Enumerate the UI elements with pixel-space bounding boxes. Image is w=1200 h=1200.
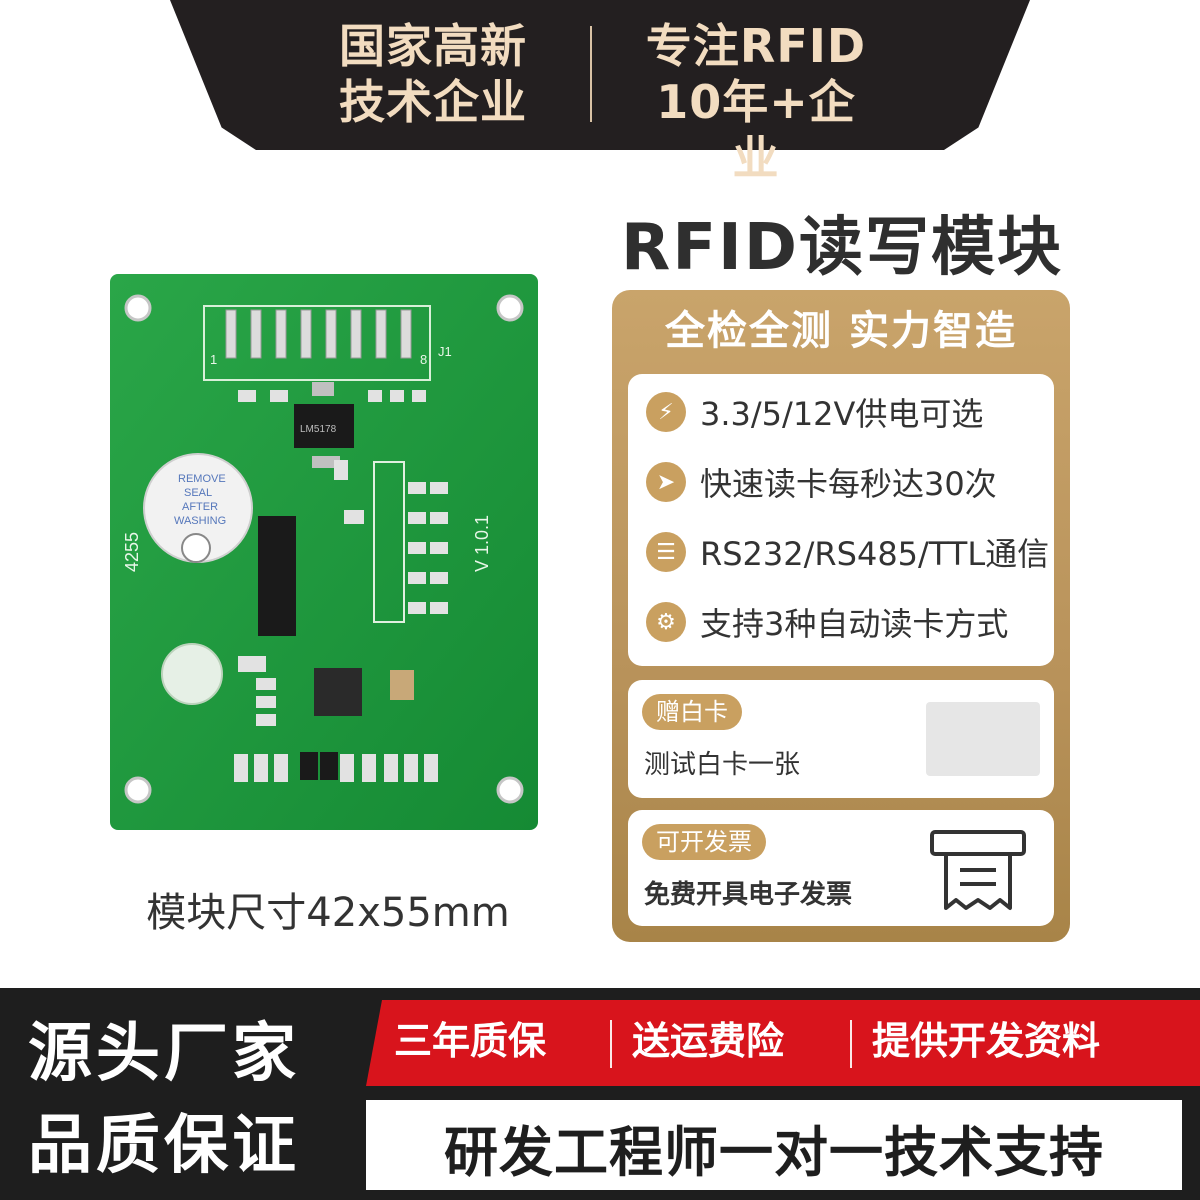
version-text: V 1.0.1 bbox=[472, 515, 492, 572]
invoice-box: 可开发票 免费开具电子发票 bbox=[628, 810, 1054, 926]
serial-text: 4255 bbox=[122, 532, 142, 572]
top-left-line2: 技术企业 bbox=[339, 75, 527, 129]
connector-outline bbox=[203, 305, 431, 381]
top-right-line2: 10年+企业 bbox=[656, 75, 856, 185]
ic-right-outline bbox=[373, 461, 405, 623]
product-title: RFID读写模块 bbox=[621, 211, 1063, 285]
sliders-icon: ☰ bbox=[646, 532, 686, 572]
guarantee-item: 提供开发资料 bbox=[872, 1019, 1101, 1063]
buzzer-text-3: AFTER bbox=[182, 501, 218, 513]
connector-label: J1 bbox=[438, 344, 452, 359]
white-card-image bbox=[926, 702, 1040, 776]
regulator-chip bbox=[294, 404, 354, 448]
ic-left bbox=[258, 516, 296, 636]
guarantee-item: 三年质保 bbox=[394, 1019, 547, 1063]
support-text: 研发工程师一对一技术支持 bbox=[444, 1121, 1104, 1184]
gears-icon: ⚙ bbox=[646, 602, 686, 642]
guarantee-item: 送运费险 bbox=[632, 1019, 785, 1063]
bottom-left-line2: 品质保证 bbox=[28, 1109, 300, 1183]
buzzer-text-4: WASHING bbox=[174, 515, 226, 527]
mcu-chip bbox=[314, 668, 362, 716]
feature-list: ⚡ 3.3/5/12V供电可选 ➤ 快速读卡每秒达30次 ☰ RS232/RS4… bbox=[628, 374, 1054, 666]
feature-panel-heading: 全检全测 实力智造 bbox=[665, 308, 1017, 354]
top-banner bbox=[170, 0, 1030, 150]
lightning-icon: ⚡ bbox=[646, 392, 686, 432]
dimension-caption: 模块尺寸42x55mm bbox=[146, 890, 510, 936]
gift-card-box: 赠白卡 测试白卡一张 bbox=[628, 680, 1054, 798]
pcb-module-image: 1 8 J1 LM5178 REMOVE SEAL AFTER WASHING bbox=[108, 272, 540, 832]
feature-text: RS232/RS485/TTL通信 bbox=[700, 535, 1050, 573]
feature-panel: 全检全测 实力智造 ⚡ 3.3/5/12V供电可选 ➤ 快速读卡每秒达30次 ☰… bbox=[612, 290, 1070, 942]
top-left-line1: 国家高新 bbox=[339, 19, 527, 73]
receipt-icon bbox=[930, 830, 1026, 910]
pin-last-label: 8 bbox=[420, 352, 427, 367]
pin-first-label: 1 bbox=[210, 352, 217, 367]
crystal bbox=[390, 670, 414, 700]
mounting-holes bbox=[124, 294, 524, 804]
rocket-icon: ➤ bbox=[646, 462, 686, 502]
bottom-left-line1: 源头厂家 bbox=[28, 1017, 300, 1091]
buzzer-text-2: SEAL bbox=[184, 487, 212, 499]
support-bar bbox=[366, 1100, 1182, 1190]
top-banner-left-text: 国家高新 技术企业 bbox=[318, 18, 548, 130]
top-banner-right-text: 专注RFID 10年+企业 bbox=[636, 18, 876, 186]
smd-components bbox=[234, 390, 448, 782]
feature-text: 3.3/5/12V供电可选 bbox=[700, 395, 984, 433]
feature-item: ⚙ 支持3种自动读卡方式 bbox=[646, 598, 1008, 646]
guarantee-separator bbox=[850, 1020, 852, 1068]
feature-text: 快速读卡每秒达30次 bbox=[700, 465, 997, 503]
regulator-chip-text: LM5178 bbox=[300, 424, 337, 435]
buzzer-text-1: REMOVE bbox=[178, 473, 226, 485]
feature-item: ☰ RS232/RS485/TTL通信 bbox=[646, 528, 1049, 576]
guarantee-bar bbox=[366, 1000, 1200, 1086]
led bbox=[161, 643, 223, 705]
guarantee-separator bbox=[610, 1020, 612, 1068]
bottom-left-text: 源头厂家 品质保证 bbox=[28, 1008, 348, 1192]
feature-item: ➤ 快速读卡每秒达30次 bbox=[646, 458, 997, 506]
connector-pins bbox=[225, 309, 412, 359]
gift-card-desc: 测试白卡一张 bbox=[644, 750, 801, 780]
gift-card-pill: 赠白卡 bbox=[642, 694, 742, 730]
top-banner-divider bbox=[590, 26, 592, 122]
buzzer-plus-mark bbox=[181, 533, 211, 563]
regulator-tab bbox=[312, 382, 334, 396]
feature-text: 支持3种自动读卡方式 bbox=[700, 605, 1009, 643]
invoice-desc: 免费开具电子发票 bbox=[644, 880, 853, 910]
top-right-line1: 专注RFID bbox=[645, 19, 867, 73]
feature-item: ⚡ 3.3/5/12V供电可选 bbox=[646, 388, 983, 436]
pcb-board-svg: 1 8 J1 LM5178 REMOVE SEAL AFTER WASHING bbox=[110, 274, 538, 830]
invoice-pill: 可开发票 bbox=[642, 824, 766, 860]
regulator-pad bbox=[312, 456, 340, 468]
transistors bbox=[300, 752, 338, 780]
